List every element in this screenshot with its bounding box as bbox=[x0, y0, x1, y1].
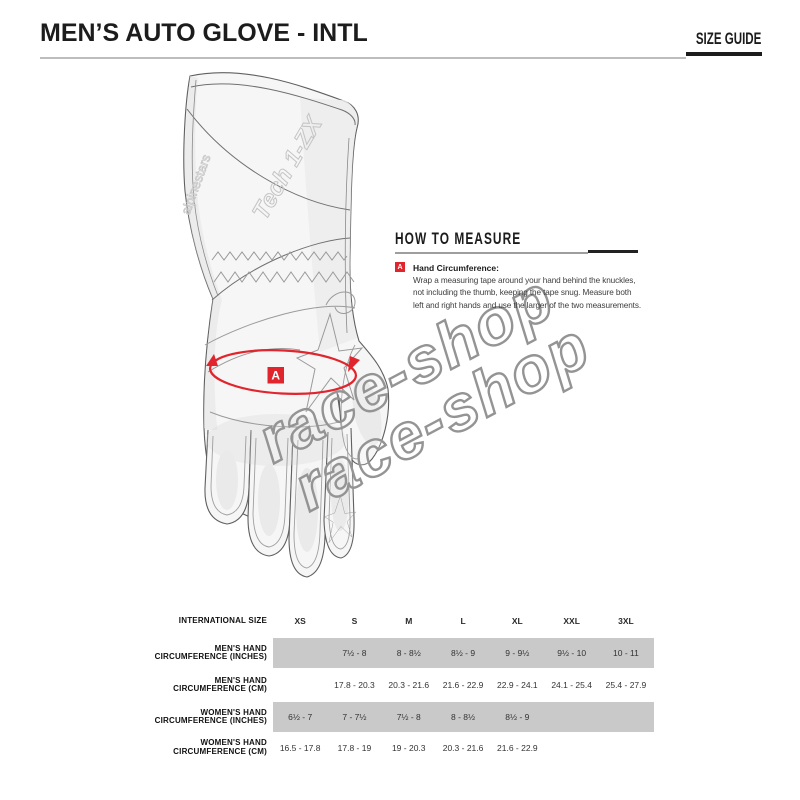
how-to-measure-divider-accent bbox=[588, 249, 638, 253]
size-value: 8½ - 9 bbox=[505, 712, 530, 722]
size-value: 21.6 - 22.9 bbox=[497, 742, 538, 753]
size-guide-label: SIZE GUIDE bbox=[695, 29, 761, 48]
size-value: 20.3 - 21.6 bbox=[388, 680, 430, 690]
row-label-line2: CIRCUMFERENCE (CM) bbox=[173, 746, 267, 756]
size-column-header: M bbox=[405, 616, 413, 626]
size-column-header: XXL bbox=[563, 616, 580, 626]
row-label-line2: CIRCUMFERENCE (INCHES) bbox=[154, 716, 267, 725]
measure-marker-box bbox=[267, 367, 284, 384]
size-value: 17.8 - 20.3 bbox=[334, 680, 375, 690]
size-column-header: S bbox=[351, 616, 358, 626]
size-value: 25.4 - 27.9 bbox=[605, 680, 647, 690]
measure-marker-a: A bbox=[395, 262, 405, 272]
size-table: INTERNATIONAL SIZE XS S M L XL XXL 3XL MEN'S HAN… bbox=[127, 604, 654, 763]
size-value: 16.5 - 17.8 bbox=[279, 742, 321, 753]
size-value: 8 - 8½ bbox=[396, 648, 421, 658]
wrist-stitching bbox=[211, 251, 355, 283]
row-label-line1: MEN'S HAND bbox=[214, 675, 267, 685]
size-value: 7½ - 8 bbox=[342, 648, 367, 658]
row-label-line2: CIRCUMFERENCE (INCHES) bbox=[154, 652, 267, 661]
page-title: MEN’S AUTO GLOVE - INTL bbox=[40, 19, 368, 47]
size-value: 10 - 11 bbox=[613, 648, 639, 658]
size-value: 7 - 7½ bbox=[342, 712, 367, 722]
size-value: 20.3 - 21.6 bbox=[442, 742, 484, 753]
size-value: 8 - 8½ bbox=[450, 712, 476, 722]
header-divider-accent bbox=[686, 52, 762, 56]
instruction-title: Hand Circumference: bbox=[413, 263, 499, 273]
measure-marker-label: A bbox=[271, 369, 280, 383]
size-value: 6½ - 7 bbox=[288, 712, 313, 722]
row-label-line1: WOMEN'S HAND bbox=[200, 738, 267, 747]
table-header-label: INTERNATIONAL SIZE bbox=[178, 615, 267, 625]
glove-shading-right bbox=[300, 98, 358, 352]
size-value: 22.9 - 24.1 bbox=[497, 680, 538, 690]
size-column-header: L bbox=[460, 616, 466, 626]
glove-shading-left bbox=[184, 76, 222, 436]
size-column-header: XL bbox=[511, 616, 523, 626]
row-label-line2: CIRCUMFERENCE (CM) bbox=[173, 684, 267, 693]
how-to-measure-title: HOW TO MEASURE bbox=[395, 229, 522, 248]
instruction-line: Wrap a measuring tape around your hand b… bbox=[413, 276, 636, 285]
size-value: 21.6 - 22.9 bbox=[442, 680, 484, 690]
size-value: 8½ - 9 bbox=[450, 648, 476, 658]
palm-details bbox=[204, 291, 364, 543]
instruction-line: left and right hands and use the larger … bbox=[413, 300, 641, 310]
size-value: 9½ - 10 bbox=[557, 648, 587, 658]
size-table-header-row: INTERNATIONAL SIZE XS S M L XL XXL 3XL bbox=[127, 604, 654, 638]
size-column-header: XS bbox=[294, 616, 306, 626]
glove-fingers bbox=[204, 427, 355, 578]
size-value: 24.1 - 25.4 bbox=[551, 680, 592, 690]
row-label-line1: MEN'S HAND bbox=[214, 643, 267, 653]
size-value: 7½ - 8 bbox=[396, 712, 421, 722]
row-label-line1: WOMEN'S HAND bbox=[200, 707, 267, 717]
how-to-measure-divider bbox=[395, 252, 588, 254]
measure-instruction: A Hand Circumference: Wrap a measuring t… bbox=[395, 262, 641, 312]
instruction-line: not including the thumb, keeping the tap… bbox=[413, 288, 632, 298]
header-divider bbox=[40, 56, 686, 59]
size-value: 19 - 20.3 bbox=[391, 742, 426, 753]
finger-padding bbox=[210, 344, 361, 569]
size-column-header: 3XL bbox=[618, 616, 634, 626]
measure-overlay: A bbox=[206, 349, 360, 395]
size-value: 9 - 9½ bbox=[505, 648, 530, 658]
size-value: 17.8 - 19 bbox=[337, 742, 372, 753]
